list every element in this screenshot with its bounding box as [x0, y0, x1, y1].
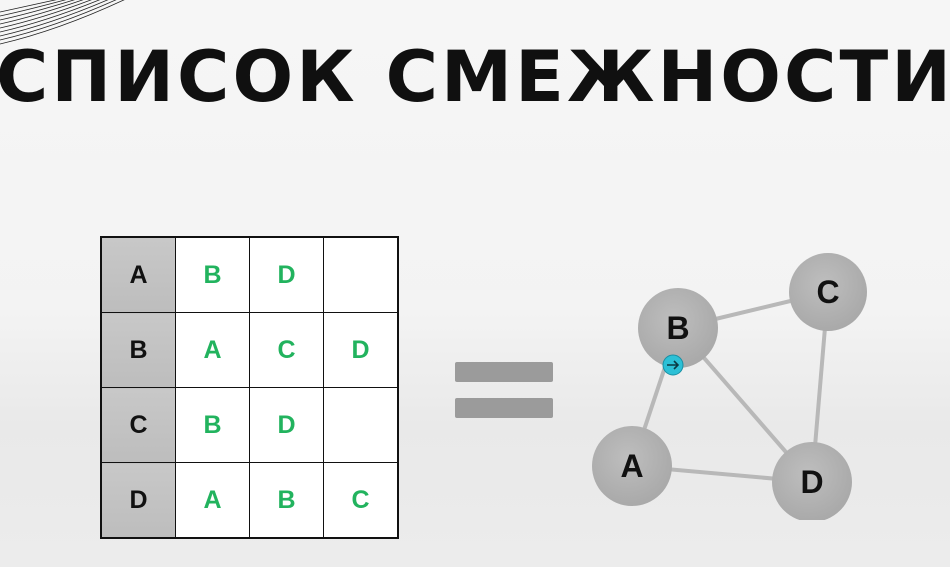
node-label: B: [666, 310, 689, 346]
node-label: C: [816, 274, 839, 310]
neighbor-cell: [323, 236, 399, 313]
vertex-cell: B: [100, 312, 176, 388]
node-A: A: [592, 426, 672, 506]
table-row: B A C D: [100, 312, 399, 388]
neighbor-cell: C: [249, 312, 324, 388]
node-circle: [772, 442, 852, 520]
node-circle: [638, 288, 718, 368]
table-row: C B D: [100, 387, 399, 463]
cursor-icon: [662, 354, 684, 376]
node-circle: [592, 426, 672, 506]
graph-nodes: A B C D: [592, 253, 867, 520]
neighbor-cell: A: [175, 462, 250, 539]
neighbor-cell: D: [249, 236, 324, 313]
equals-sign-bottom-bar: [455, 398, 553, 418]
equals-sign-top-bar: [455, 362, 553, 382]
neighbor-cell: B: [175, 236, 250, 313]
vertex-cell: D: [100, 462, 176, 539]
vertex-cell: A: [100, 236, 176, 313]
table-row: D A B C: [100, 462, 399, 539]
node-D: D: [772, 442, 852, 520]
node-circle: [789, 253, 867, 331]
node-label: D: [800, 464, 823, 500]
neighbor-cell: A: [175, 312, 250, 388]
neighbor-cell: B: [249, 462, 324, 539]
neighbor-cell: B: [175, 387, 250, 463]
decorative-corner-lines: [0, 0, 125, 45]
graph-diagram: A B C D: [592, 253, 867, 520]
node-C: C: [789, 253, 867, 331]
vertex-cell: C: [100, 387, 176, 463]
adjacency-list-table: A B D B A C D C B D D A B C: [100, 236, 399, 539]
page-title: СПИСОК СМЕЖНОСТИ: [0, 36, 950, 118]
table-row: A B D: [100, 236, 399, 313]
neighbor-cell: D: [323, 312, 399, 388]
neighbor-cell: D: [249, 387, 324, 463]
neighbor-cell: [323, 387, 399, 463]
node-B: B: [638, 288, 718, 368]
node-label: A: [620, 448, 643, 484]
neighbor-cell: C: [323, 462, 399, 539]
